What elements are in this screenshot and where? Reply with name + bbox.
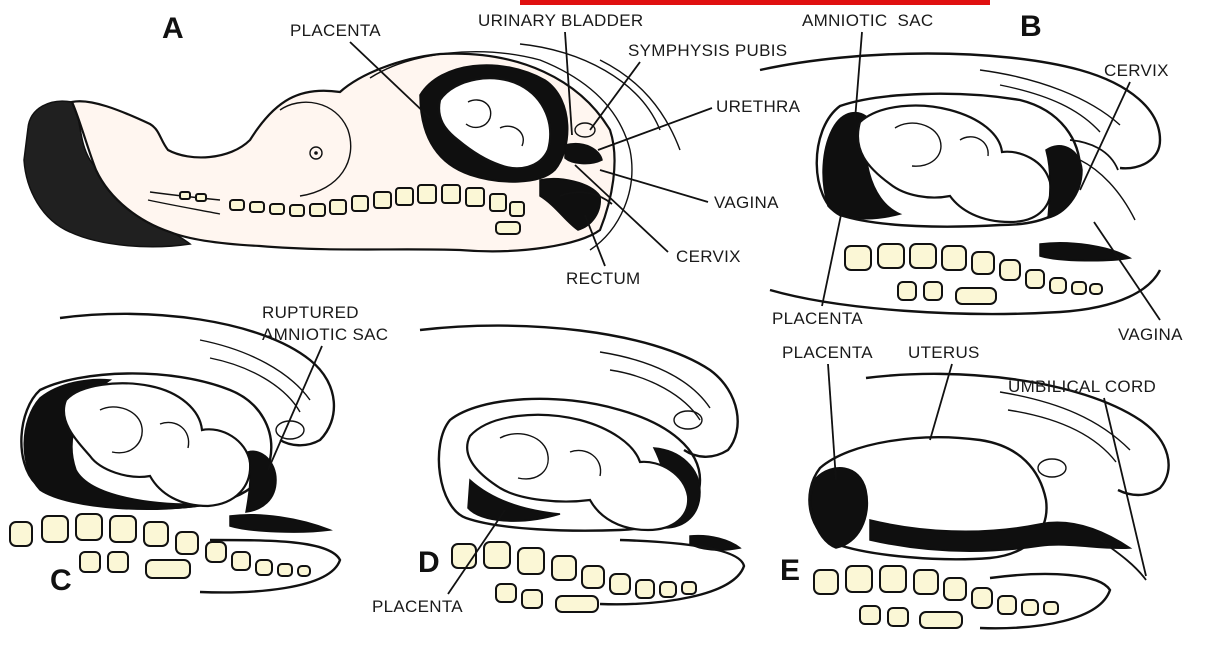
label-symphysis-pubis: SYMPHYSIS PUBIS <box>628 41 787 60</box>
leader-urethra <box>598 108 712 150</box>
label-placenta-a: PLACENTA <box>290 21 381 40</box>
panel-a-illustration <box>24 44 680 251</box>
panel-e-letter: E <box>780 554 800 587</box>
label-ruptured-1: RUPTURED <box>262 303 359 322</box>
label-vagina-b: VAGINA <box>1118 325 1183 344</box>
label-umbilical-cord: UMBILICAL CORD <box>1008 377 1156 396</box>
cut-off-title-text <box>520 0 990 5</box>
panel-c-illustration <box>10 314 340 593</box>
label-cervix-a: CERVIX <box>676 247 741 266</box>
panel-a-letter: A <box>162 12 184 45</box>
label-cervix-b: CERVIX <box>1104 61 1169 80</box>
label-ruptured-2: AMNIOTIC SAC <box>262 325 388 344</box>
label-amniotic-sac: AMNIOTIC SAC <box>802 11 933 30</box>
panel-d-illustration <box>420 326 744 612</box>
panel-b-letter: B <box>1020 10 1042 43</box>
leader-uterus <box>930 364 952 440</box>
panel-b-illustration <box>760 54 1160 314</box>
label-placenta-d: PLACENTA <box>372 597 463 616</box>
label-rectum: RECTUM <box>566 269 641 288</box>
panel-c-letter: C <box>50 564 72 597</box>
label-vagina-a: VAGINA <box>714 193 779 212</box>
leader-vagina-a <box>600 170 708 202</box>
label-placenta-b: PLACENTA <box>772 309 863 328</box>
label-urethra: URETHRA <box>716 97 801 116</box>
leader-placenta-b <box>822 210 842 306</box>
leader-umbilical-cord <box>1104 398 1146 576</box>
leader-cervix-b <box>1080 82 1130 190</box>
label-uterus: UTERUS <box>908 343 980 362</box>
panel-e-illustration <box>809 374 1168 628</box>
label-urinary-bladder: URINARY BLADDER <box>478 11 643 30</box>
leader-ruptured-amniotic-sac <box>268 346 322 470</box>
label-placenta-e: PLACENTA <box>782 343 873 362</box>
leader-amniotic-sac <box>855 32 862 120</box>
panel-d-letter: D <box>418 546 440 579</box>
